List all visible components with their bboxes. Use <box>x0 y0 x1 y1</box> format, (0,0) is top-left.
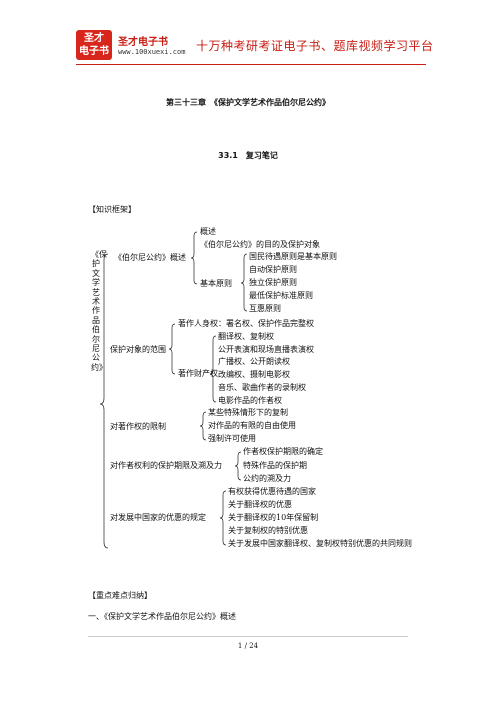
chapter-title: 第三十三章 《保护文学艺术作品伯尔尼公约》 <box>166 98 330 107</box>
property-item: 改编权、摄制电影权 <box>218 370 290 379</box>
b3-item: 对作品的有限的自由使用 <box>208 421 296 430</box>
principle-item: 互惠原则 <box>249 304 281 313</box>
branch-developing: 对发展中国家的优惠的规定 <box>110 513 206 522</box>
principle-item: 自动保护原则 <box>249 265 297 274</box>
b2-property-label: 著作财产权 <box>178 369 218 378</box>
b4-item: 公约的溯及力 <box>243 474 291 483</box>
b2-brace <box>168 323 176 375</box>
b4-item: 作者权保护期限的确定 <box>243 447 323 456</box>
b5-brace <box>219 490 227 546</box>
logo-name: 圣才电子书 <box>118 37 168 48</box>
property-item: 音乐、歌曲作者的录制权 <box>218 383 306 392</box>
property-item: 电影作品的作者权 <box>218 396 282 405</box>
b3-brace <box>199 411 207 441</box>
b1-item: 概述 <box>200 227 216 236</box>
branch-term: 对作者权利的保护期限及溯及力 <box>110 461 222 470</box>
b5-item: 有权获得优惠待遇的国家 <box>228 487 316 496</box>
b1-principles-label: 基本原则 <box>200 279 232 288</box>
b2-personal-rights: 著作人身权：署名权、保护作品完整权 <box>178 319 314 328</box>
branch-limits: 对著作权的限制 <box>110 422 166 431</box>
b3-item: 某些特殊情形下的复制 <box>208 408 288 417</box>
header-divider <box>76 64 426 65</box>
principle-item: 独立保护原则 <box>249 278 297 287</box>
b1-principles-brace <box>240 253 248 312</box>
branch-scope: 保护对象的范围 <box>110 345 166 354</box>
b1-item: 《伯尔尼公约》的目的及保护对象 <box>200 240 320 249</box>
footer-divider <box>88 636 408 637</box>
b4-brace <box>234 451 242 481</box>
mindmap-root: 《保护文学艺术作品伯尔尼公约》 <box>91 250 107 372</box>
logo: 圣才 电子书 <box>76 30 112 60</box>
principle-item: 最低保护标准原则 <box>249 291 313 300</box>
root-brace <box>99 253 109 549</box>
principle-item: 国民待遇原则是基本原则 <box>249 252 337 261</box>
logo-url[interactable]: www.100xuexi.com <box>118 48 186 56</box>
header-slogan: 十万种考研考证电子书、题库视频学习平台 <box>196 39 434 53</box>
branch-overview: 《伯尔尼公约》概述 <box>114 253 186 262</box>
logo-text: 圣才 电子书 <box>79 33 109 57</box>
b5-item: 关于翻译权的10年保留制 <box>228 513 319 522</box>
b4-item: 特殊作品的保护期 <box>243 461 307 470</box>
framework-label: 【知识框架】 <box>88 205 136 214</box>
subsection-heading: 一、《保护文学艺术作品伯尔尼公约》概述 <box>88 612 236 621</box>
section-title: 33.1 复习笔记 <box>218 151 278 160</box>
property-item: 翻译权、复制权 <box>218 332 274 341</box>
property-item: 广播权、公开朗读权 <box>218 357 290 366</box>
b2-property-brace <box>209 335 217 403</box>
property-item: 公开表演和现场直播表演权 <box>218 345 314 354</box>
key-points-label: 【重点难点归纳】 <box>88 591 152 600</box>
b1-brace <box>190 231 198 285</box>
b5-item: 关于翻译权的优惠 <box>228 500 292 509</box>
page-number: 1 / 24 <box>237 642 259 650</box>
b5-item: 关于发展中国家翻译权、复制权特别优惠的共同规则 <box>228 539 412 548</box>
b5-item: 关于复制权的特别优惠 <box>228 526 308 535</box>
b3-item: 强制许可使用 <box>208 434 256 443</box>
